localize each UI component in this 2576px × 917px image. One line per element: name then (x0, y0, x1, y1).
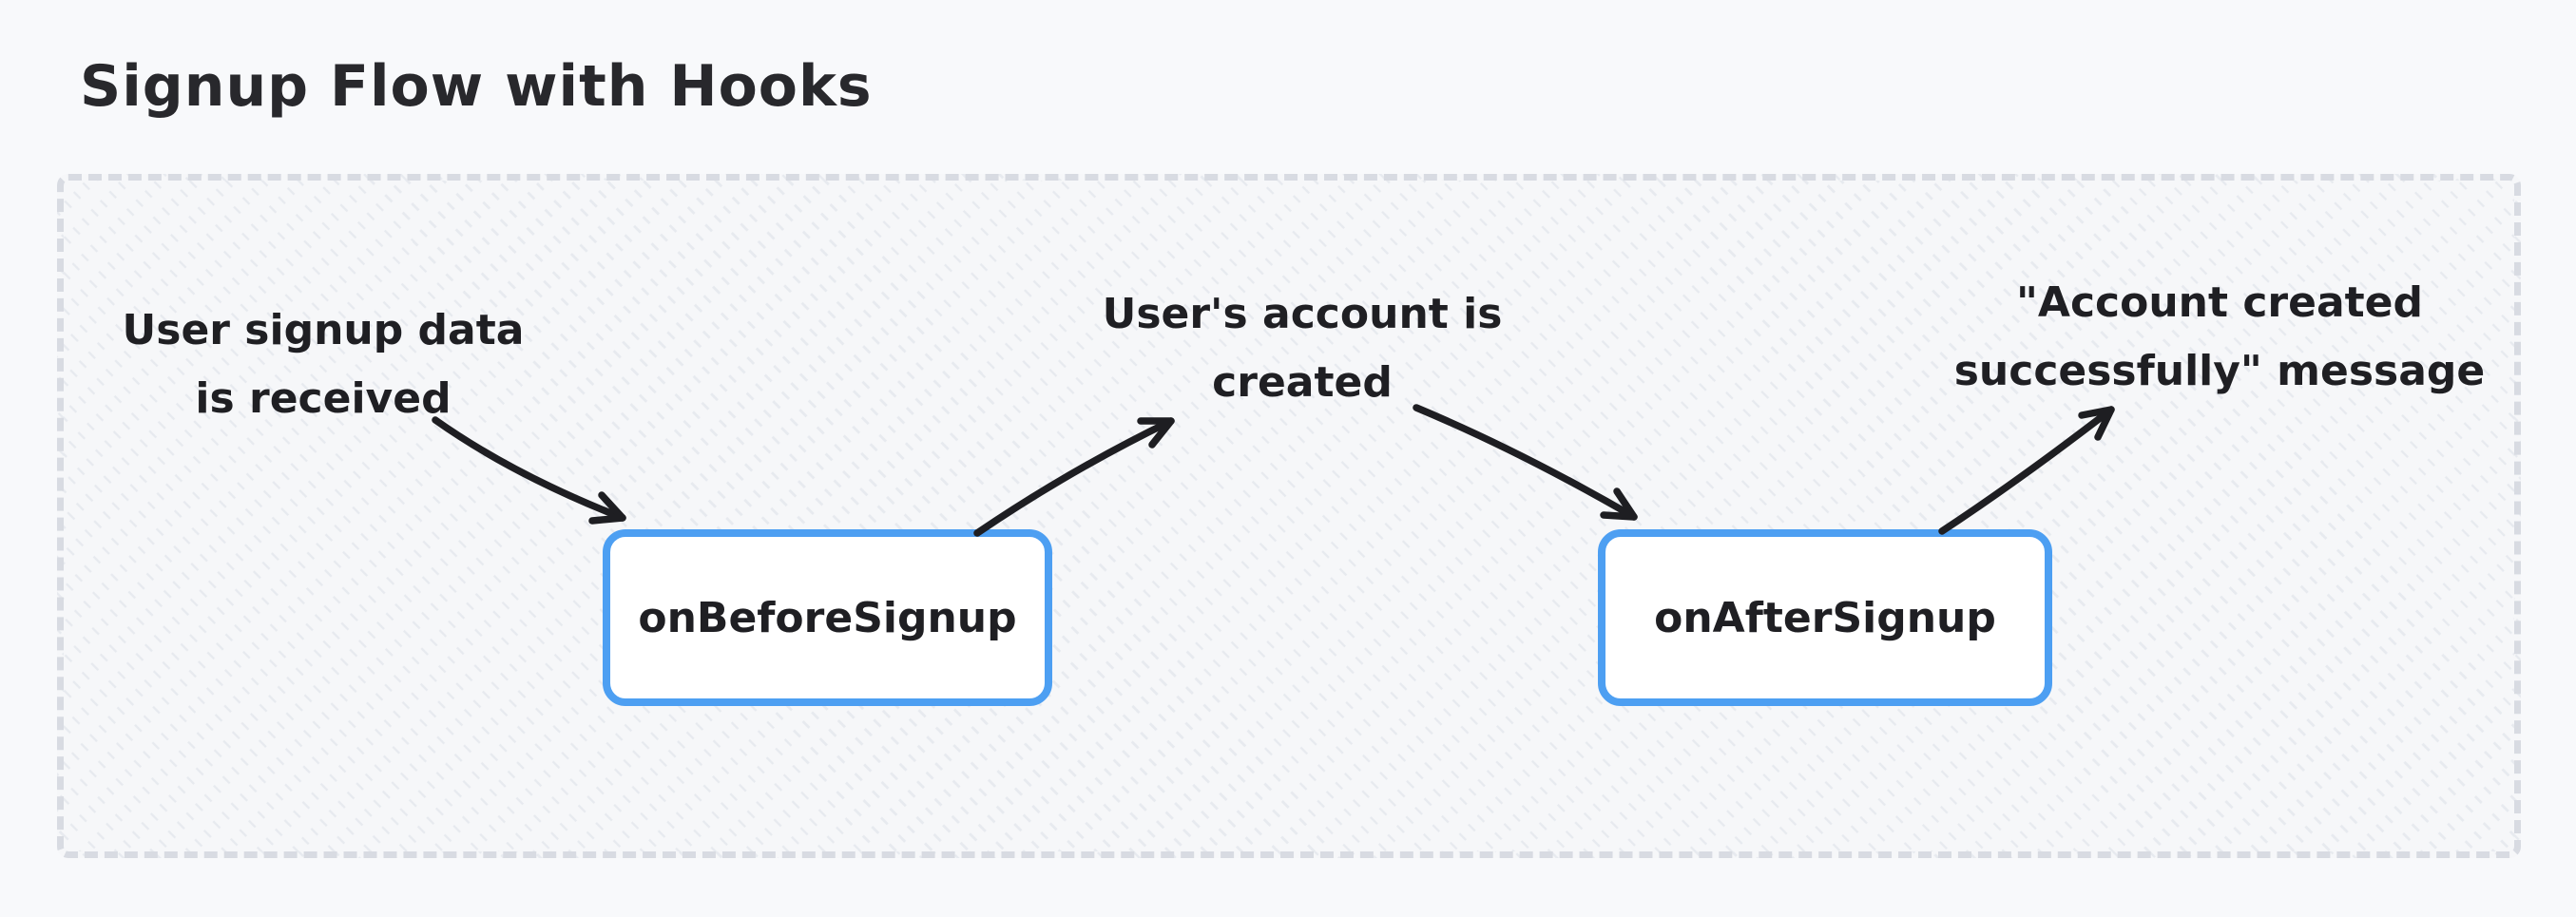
node-on-before-signup: onBeforeSignup (603, 529, 1052, 706)
node-label: onBeforeSignup (638, 593, 1017, 642)
node-on-after-signup: onAfterSignup (1598, 529, 2052, 706)
diagram-title: Signup Flow with Hooks (80, 53, 873, 120)
annotation-signup-data-received: User signup data is received (122, 306, 525, 423)
annotation-success-message: "Account created successfully" message (1953, 278, 2486, 395)
annotation-account-created: User's account is created (1102, 290, 1503, 407)
node-label: onAfterSignup (1654, 593, 1996, 642)
